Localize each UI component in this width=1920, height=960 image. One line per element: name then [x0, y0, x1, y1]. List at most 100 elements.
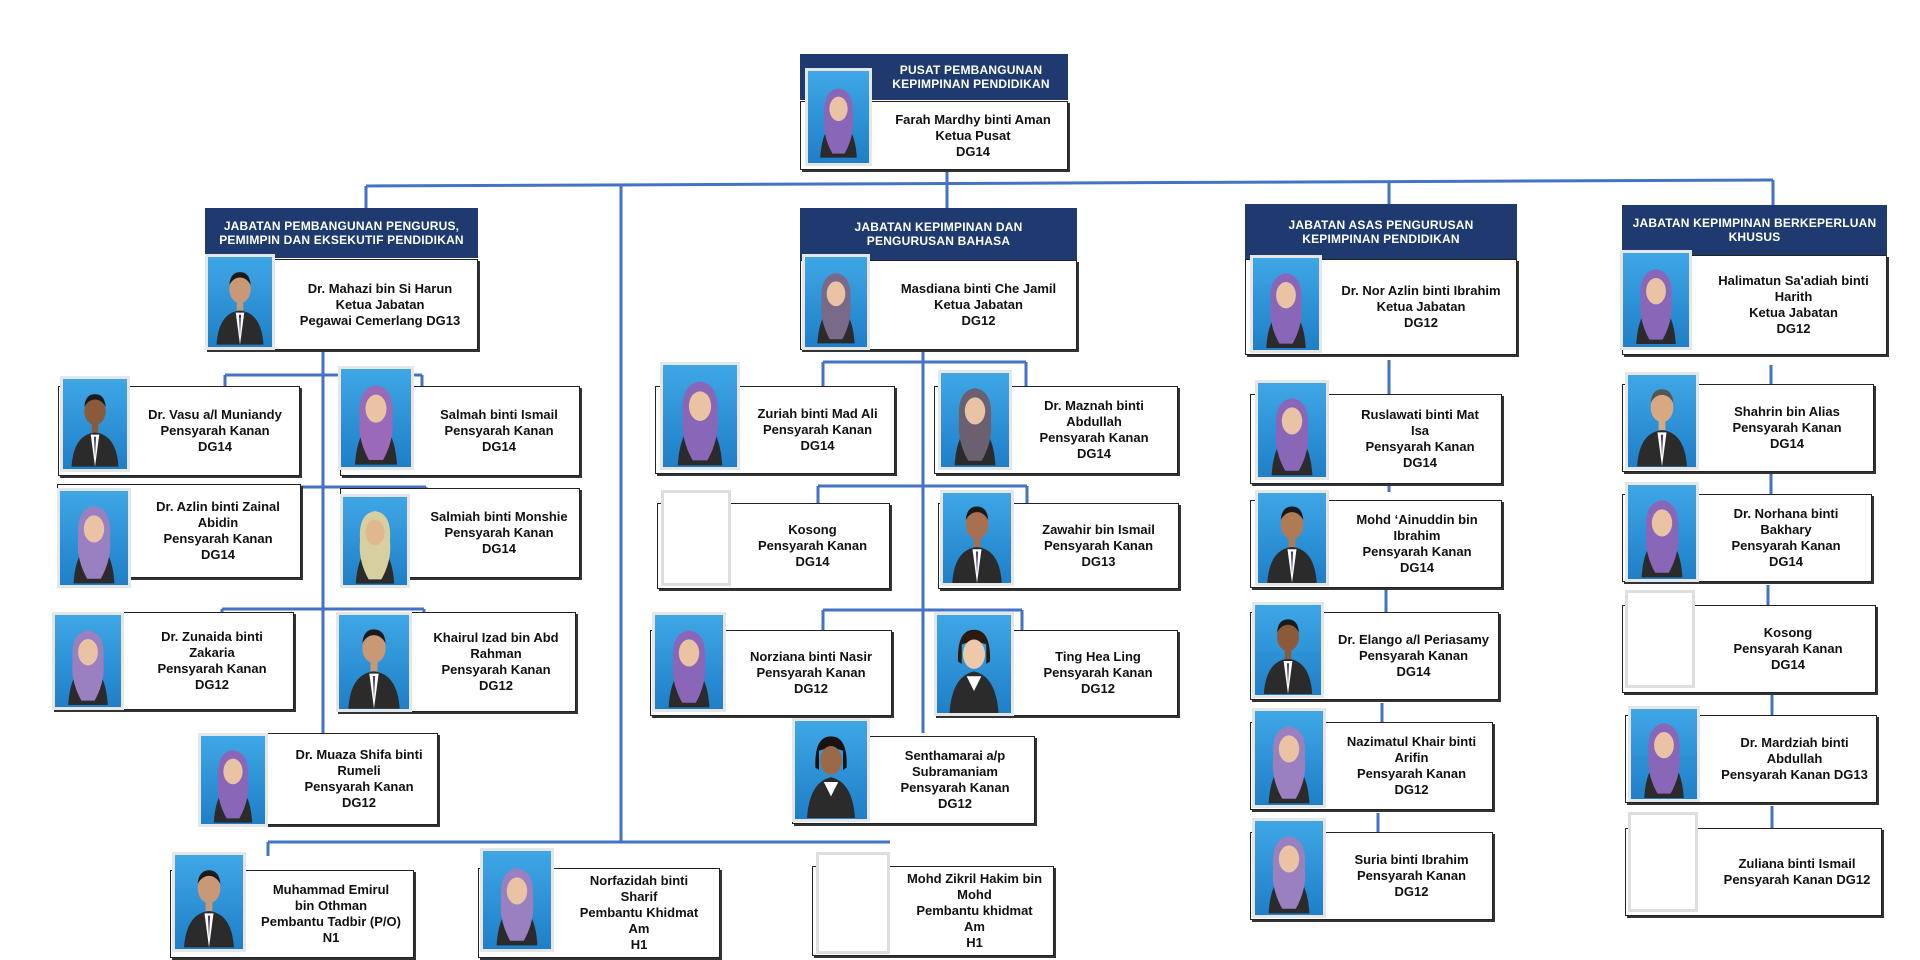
photo-placeholder [1625, 590, 1695, 688]
staff-role: Pensyarah Kanan [1362, 544, 1472, 559]
photo-hijab [480, 848, 554, 952]
staff-grade: DG12 [195, 677, 229, 692]
photo-man [1252, 602, 1324, 698]
photo-hijab [57, 488, 131, 588]
staff-grade: DG12 [1404, 315, 1438, 330]
staff-role: Pensyarah Kanan [1731, 538, 1841, 553]
staff-role: Ketua Jabatan [335, 296, 425, 312]
staff-grade: DG14 [482, 541, 516, 556]
staff-grade: DG13 [1081, 554, 1116, 569]
staff-name: Dr. Zunaida binti Zakaria [161, 629, 263, 660]
staff-role: Pensyarah Kanan [1732, 420, 1842, 435]
staff-name: Suria binti Ibrahim [1354, 852, 1469, 867]
staff-grade: DG12 [479, 678, 513, 693]
photo-man [172, 852, 246, 952]
staff-role: Pensyarah Kanan [163, 531, 273, 546]
staff-name: Mohd ‘Ainuddin bin Ibrahim [1356, 512, 1478, 543]
staff-grade: N1 [322, 930, 340, 945]
photo-hijab [340, 494, 410, 588]
staff-grade: DG14 [482, 439, 516, 454]
photo-woman [792, 718, 870, 822]
dept-header-pengurus: JABATAN PEMBANGUNAN PENGURUS, PEMIMPIN D… [205, 208, 478, 258]
staff-name: Salmiah binti Monshie [430, 509, 568, 524]
staff-role: Pensyarah Kanan [444, 423, 554, 438]
staff-grade: DG14 [1403, 455, 1437, 470]
photo-hijab [938, 370, 1012, 470]
staff-name: Ruslawati binti Mat Isa [1361, 407, 1479, 438]
staff-grade: Pegawai Cemerlang DG13 [299, 312, 461, 328]
staff-role: Pensyarah Kanan [1365, 439, 1475, 454]
staff-role: Ketua Jabatan [934, 297, 1023, 312]
staff-name: Khairul Izad bin Abd Rahman [433, 630, 559, 661]
staff-grade: DG12 [794, 681, 828, 696]
photo-hijab [1628, 706, 1700, 802]
staff-role: Pensyarah Kanan [756, 665, 866, 680]
staff-name: Kosong [788, 522, 837, 537]
staff-grade: DG14 [1769, 554, 1803, 569]
staff-role: Pensyarah Kanan [1356, 766, 1467, 781]
staff-name: Mohd Zikril Hakim bin Mohd [906, 871, 1043, 902]
photo-placeholder [661, 490, 731, 586]
staff-role: Pensyarah Kanan [160, 423, 270, 438]
staff-name: Salmah binti Ismail [440, 407, 558, 422]
staff-name: Dr. Elango a/l Periasamy [1337, 632, 1490, 647]
staff-role: Pensyarah Kanan [1733, 641, 1843, 656]
staff-grade: DG12 [938, 796, 972, 811]
dept-header-bahasa: JABATAN KEPIMPINAN DAN PENGURUSAN BAHASA [800, 208, 1077, 260]
staff-role: Pensyarah Kanan [441, 662, 551, 677]
photo-placeholder [816, 852, 890, 954]
photo-hijab [1252, 818, 1326, 918]
staff-role: Pembantu Tadbir (P/O) [261, 914, 401, 929]
staff-name: Zawahir bin Ismail [1042, 522, 1155, 537]
staff-role: Pembantu khidmat Am [916, 903, 1033, 934]
photo-man [336, 612, 412, 712]
photo-hijab [652, 612, 726, 712]
staff-role: Pensyarah Kanan [1039, 430, 1149, 445]
photo-hijab [1252, 708, 1326, 808]
staff-name: Dr. Muaza Shifa binti Rumeli [295, 747, 423, 778]
staff-grade: DG12 [961, 313, 996, 328]
photo-woman [934, 612, 1014, 716]
staff-grade: H1 [630, 937, 648, 952]
staff-name: Dr. Mahazi bin Si Harun [307, 280, 453, 296]
staff-name: Muhammad Emirul bin Othman [272, 882, 390, 913]
staff-role: Pensyarah Kanan [900, 780, 1010, 795]
staff-name: Dr. Nor Azlin binti Ibrahim [1341, 283, 1501, 298]
staff-role: Ketua Jabatan [1376, 299, 1466, 314]
staff-grade: DG14 [795, 554, 830, 569]
staff-grade: DG14 [956, 143, 990, 159]
staff-name: Masdiana binti Che Jamil [900, 281, 1057, 296]
photo-man [205, 254, 275, 350]
staff-grade: DG14 [198, 439, 232, 454]
staff-role: Pensyarah Kanan [1043, 538, 1154, 553]
staff-role: Pensyarah Kanan [1356, 868, 1467, 883]
staff-name: Ting Hea Ling [1055, 649, 1141, 664]
staff-grade: H1 [966, 935, 983, 950]
staff-name: Dr. Mardziah binti Abdullah [1740, 735, 1849, 766]
staff-role: Pensyarah Kanan [1358, 648, 1469, 663]
dept-header-khusus: JABATAN KEPIMPINAN BERKEPERLUAN KHUSUS [1622, 205, 1887, 255]
photo-hijab [805, 68, 872, 166]
staff-role: Ketua Jabatan [1749, 305, 1838, 320]
staff-role: Pensyarah Kanan [157, 661, 267, 676]
photo-man [1255, 490, 1329, 586]
photo-hijab [52, 612, 124, 710]
staff-role: Pensyarah Kanan [757, 538, 868, 553]
staff-role: Pembantu Khidmat Am [579, 905, 699, 936]
staff-grade: DG14 [800, 438, 835, 453]
staff-grade: DG14 [1771, 657, 1805, 672]
staff-name: Halimatun Sa'adiah binti Harith [1718, 273, 1869, 304]
staff-grade: DG14 [1770, 436, 1804, 451]
staff-name: Kosong [1763, 625, 1813, 640]
staff-grade: DG12 [1776, 321, 1811, 336]
staff-grade: DG14 [1400, 560, 1434, 575]
photo-hijab [338, 366, 414, 470]
staff-name: Nazimatul Khair binti Arifin [1346, 734, 1477, 765]
staff-grade: DG14 [201, 547, 235, 562]
staff-name: Shahrin bin Alias [1734, 404, 1840, 419]
staff-name: Zuriah binti Mad Ali [757, 406, 878, 421]
staff-grade: DG12 [342, 795, 376, 810]
staff-grade: DG12 [1394, 884, 1429, 899]
staff-role: Pensyarah Kanan [304, 779, 414, 794]
staff-role: Pensyarah Kanan [1043, 665, 1153, 680]
